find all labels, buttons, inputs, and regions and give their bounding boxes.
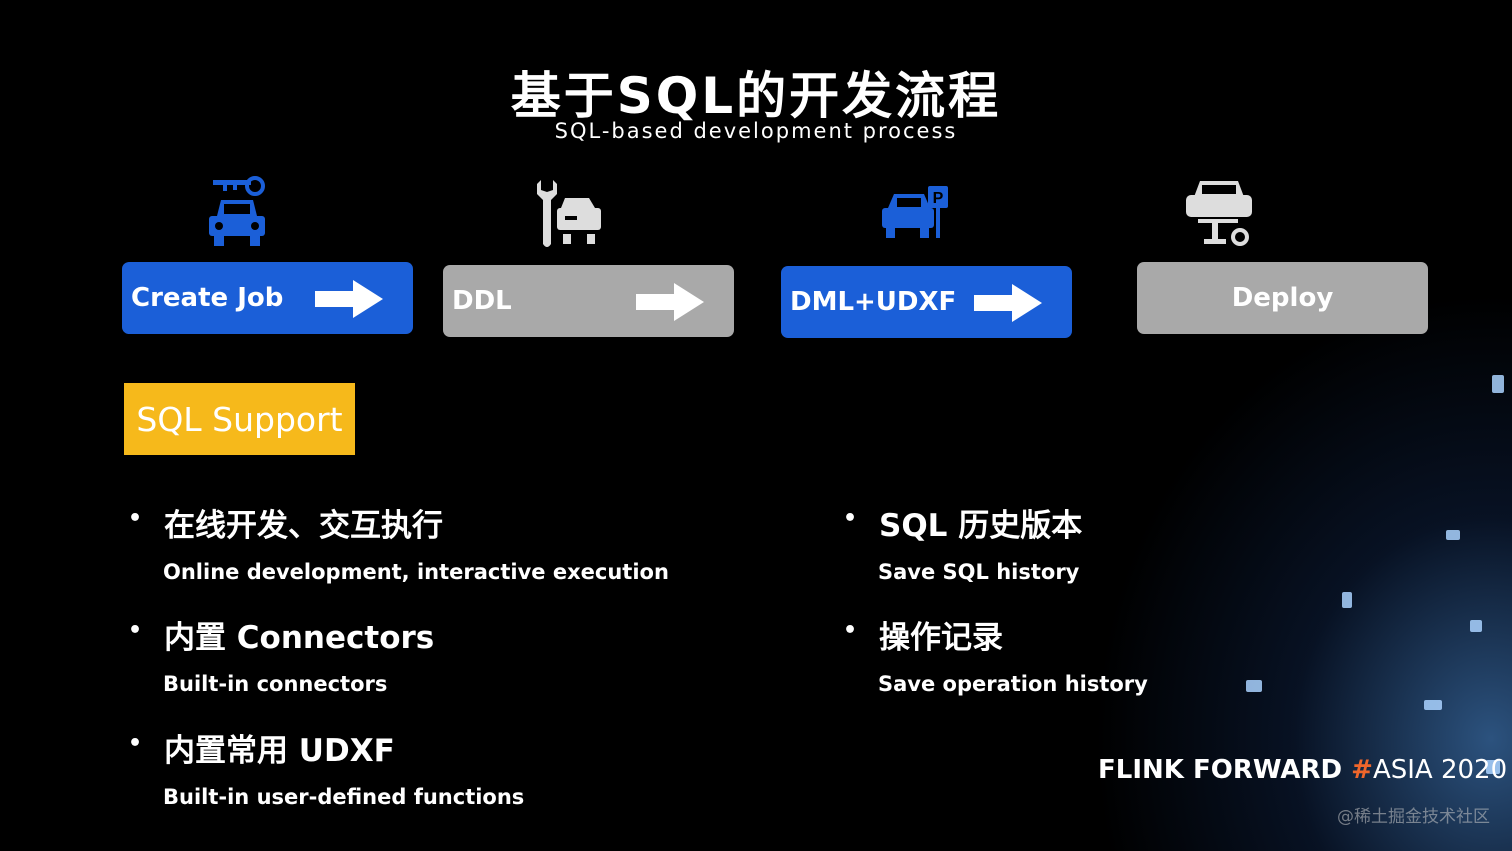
decorative-cube bbox=[1486, 760, 1500, 774]
create-job-step: Create Job bbox=[122, 262, 413, 334]
car-key-icon bbox=[207, 176, 267, 252]
arrow-right-icon bbox=[636, 283, 704, 321]
bullet-subtitle: Save operation history bbox=[878, 672, 1148, 696]
decorative-cube bbox=[1470, 620, 1482, 632]
decorative-cube bbox=[1446, 530, 1460, 540]
bullet-dot: • bbox=[128, 731, 143, 756]
step-label: DDL bbox=[452, 286, 512, 316]
svg-text:P: P bbox=[933, 190, 944, 207]
page-subtitle: SQL-based development process bbox=[554, 119, 958, 143]
bullet-subtitle: Built-in user-defined functions bbox=[163, 785, 525, 809]
ddl-step: DDL bbox=[443, 265, 734, 337]
arrow-right-icon bbox=[315, 280, 383, 318]
decorative-cube bbox=[1246, 680, 1262, 692]
step-label: Deploy bbox=[1231, 283, 1334, 313]
bullet-title: 内置常用 UDXF bbox=[164, 733, 395, 769]
bullet-dot: • bbox=[843, 506, 858, 531]
bullet-subtitle: Built-in connectors bbox=[163, 672, 388, 696]
bullet-subtitle: Save SQL history bbox=[878, 560, 1080, 584]
brand-logo: FLINK FORWARD #ASIA 2020 bbox=[1098, 755, 1507, 785]
bullet-dot: • bbox=[128, 618, 143, 643]
car-wrench-icon bbox=[535, 178, 605, 254]
brand-name: FLINK FORWARD bbox=[1098, 755, 1352, 785]
page-title: 基于SQL的开发流程 bbox=[510, 67, 1002, 125]
bullet-title: 操作记录 bbox=[879, 620, 1003, 656]
car-lift-icon bbox=[1184, 175, 1256, 253]
dml-udxf-step: DML+UDXF bbox=[781, 266, 1072, 338]
deploy-step: Deploy bbox=[1137, 262, 1428, 334]
bullet-title: 内置 Connectors bbox=[164, 620, 435, 656]
sql-support-badge: SQL Support bbox=[124, 383, 355, 455]
brand-event: ASIA 2020 bbox=[1372, 755, 1508, 785]
bullet-dot: • bbox=[128, 506, 143, 531]
bullet-dot: • bbox=[843, 618, 858, 643]
step-label: DML+UDXF bbox=[790, 287, 957, 317]
arrow-right-icon bbox=[974, 284, 1042, 322]
bullet-title: SQL 历史版本 bbox=[879, 508, 1083, 544]
step-label: Create Job bbox=[131, 283, 284, 313]
car-parking-icon: P bbox=[880, 184, 952, 244]
decorative-cube bbox=[1342, 592, 1352, 608]
bullet-title: 在线开发、交互执行 bbox=[164, 508, 443, 544]
brand-hash: # bbox=[1351, 755, 1373, 785]
watermark: @稀土掘金技术社区 bbox=[1337, 807, 1490, 827]
decorative-cube bbox=[1424, 700, 1442, 710]
bullet-subtitle: Online development, interactive executio… bbox=[163, 560, 669, 584]
decorative-cube bbox=[1492, 375, 1504, 393]
